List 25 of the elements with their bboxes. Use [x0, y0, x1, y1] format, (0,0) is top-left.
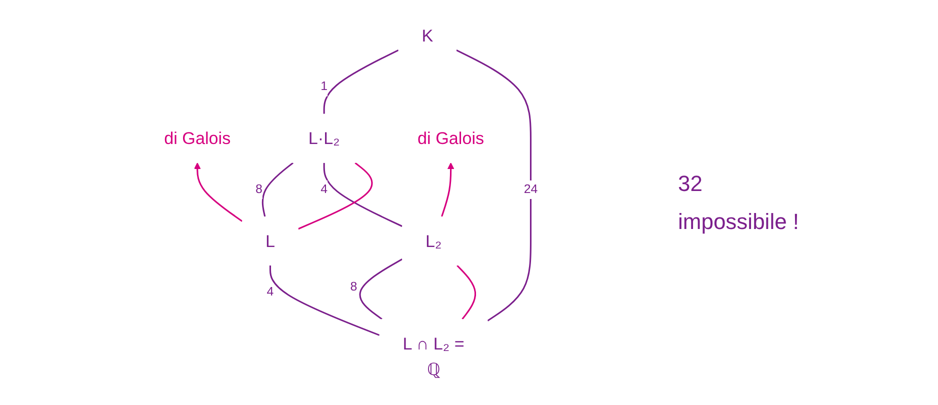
node-text: L: [265, 231, 275, 251]
edge-label: 8: [255, 182, 262, 196]
connector: [359, 258, 402, 320]
arrow: [440, 162, 454, 217]
connector: [262, 162, 294, 217]
edge-label: 1: [320, 80, 328, 94]
edge-label: 24: [524, 182, 538, 196]
connector: [323, 49, 398, 114]
connector: [456, 264, 476, 320]
node-text: L·L₂: [308, 128, 340, 148]
edge-label: 4: [266, 285, 274, 299]
connector: [269, 265, 380, 336]
arrow: [194, 162, 242, 222]
node-text: di Galois: [164, 128, 230, 148]
edge-label: 8: [350, 280, 357, 294]
node-text: K: [421, 26, 433, 46]
node-text: di Galois: [417, 128, 484, 148]
edge-label: 4: [320, 182, 328, 196]
degree-label: 32: [678, 170, 704, 196]
connector: [298, 162, 372, 230]
node-text: L ∩ L₂ = ℚ: [402, 334, 464, 380]
connector: [323, 162, 402, 227]
connector: [456, 49, 532, 322]
node-text: L₂: [425, 231, 442, 251]
note: impossibile !: [678, 208, 800, 234]
